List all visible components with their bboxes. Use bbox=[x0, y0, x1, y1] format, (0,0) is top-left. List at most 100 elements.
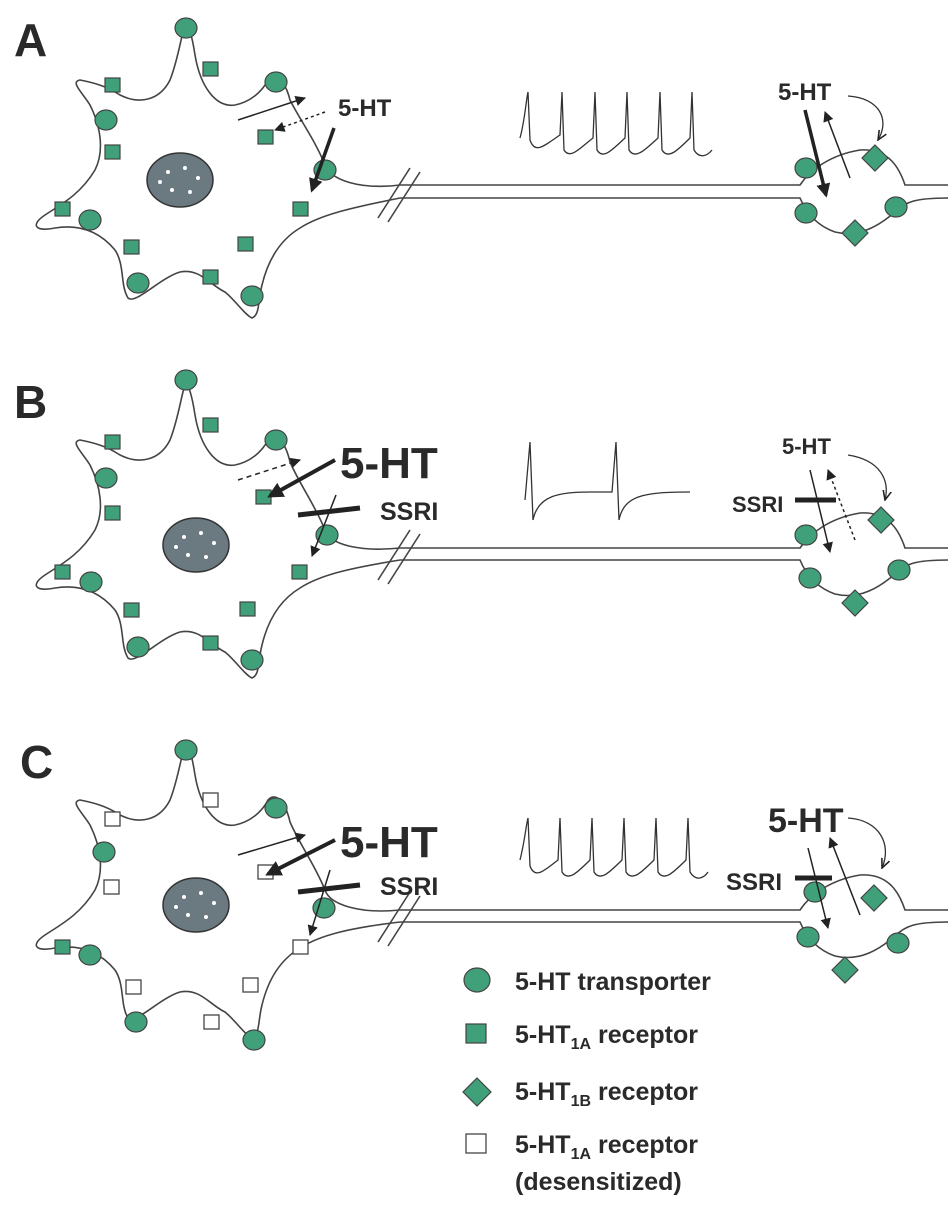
transporter-marker bbox=[796, 926, 820, 948]
axon-break bbox=[377, 529, 411, 581]
autoreceptor-arrow bbox=[267, 458, 336, 498]
panel-label-c: C bbox=[20, 736, 53, 788]
transporter-marker bbox=[174, 17, 198, 39]
receptor-1b-marker bbox=[861, 144, 889, 172]
terminal-5ht-label: 5-HT bbox=[782, 434, 831, 459]
axon-top bbox=[400, 512, 948, 549]
transporter-marker bbox=[794, 202, 818, 224]
legend-receptor-1a-icon bbox=[465, 1023, 487, 1044]
legend-receptor-1a-label: 5-HT1A receptor bbox=[515, 1021, 698, 1053]
firing-trace bbox=[519, 91, 713, 157]
transporter-marker bbox=[884, 196, 908, 218]
soma-outline bbox=[35, 23, 401, 319]
release-arrow bbox=[828, 837, 861, 916]
transporter-marker bbox=[886, 932, 910, 954]
panel-label-a: A bbox=[14, 14, 47, 66]
autoreceptor-arrow bbox=[274, 111, 326, 132]
transporter-marker bbox=[798, 567, 822, 589]
transporter-marker bbox=[240, 649, 264, 671]
soma-5ht-label: 5-HT bbox=[338, 95, 392, 122]
receptor-1b-marker bbox=[860, 884, 888, 912]
axon-bottom bbox=[400, 559, 948, 597]
transporter-marker bbox=[174, 739, 198, 761]
transporter-marker bbox=[92, 841, 116, 863]
soma-ssri-label: SSRI bbox=[380, 873, 438, 901]
receptor-1a-marker bbox=[257, 129, 274, 145]
transporter-marker bbox=[242, 1029, 266, 1051]
receptor-1a-marker bbox=[123, 602, 140, 618]
receptor-1a-marker bbox=[202, 269, 219, 285]
receptor-1a-marker bbox=[104, 144, 121, 160]
transporter-marker bbox=[124, 1011, 148, 1033]
release-arrow bbox=[826, 469, 856, 541]
nucleus bbox=[162, 877, 230, 933]
release-arrow bbox=[237, 95, 306, 121]
receptor-1a-marker bbox=[237, 236, 254, 252]
panel-b: B 5-HT SSRI bbox=[14, 369, 948, 679]
legend-desensitized-note: (desensitized) bbox=[515, 1168, 682, 1196]
axon-break bbox=[387, 171, 421, 223]
receptor-1b-marker bbox=[841, 219, 869, 247]
transporter-marker bbox=[315, 524, 339, 546]
release-arrow bbox=[237, 457, 301, 481]
ssri-block bbox=[297, 505, 361, 518]
receptor-1a-marker bbox=[54, 201, 71, 217]
transporter-marker bbox=[126, 272, 150, 294]
receptor-1a-marker bbox=[104, 505, 121, 521]
transporter-marker bbox=[174, 369, 198, 391]
receptor-1a-marker bbox=[54, 939, 71, 955]
receptor-1a-marker bbox=[202, 417, 219, 433]
reuptake-arrow bbox=[310, 494, 337, 557]
receptor-1a-desensitized-marker bbox=[202, 792, 219, 808]
transporter-marker bbox=[794, 524, 818, 546]
legend-desensitized-icon bbox=[465, 1133, 487, 1154]
receptor-1a-marker bbox=[202, 61, 219, 77]
panel-a: A 5-HT bbox=[14, 14, 948, 319]
axon-break bbox=[387, 895, 421, 947]
feedback-arrow bbox=[847, 817, 885, 868]
autoreceptor-arrow bbox=[265, 838, 336, 876]
panel-label-b: B bbox=[14, 376, 47, 428]
reuptake-arrow bbox=[307, 869, 331, 937]
firing-trace bbox=[519, 817, 709, 879]
soma-ssri-label: SSRI bbox=[380, 498, 438, 526]
receptor-1a-desensitized-marker bbox=[125, 979, 142, 995]
transporter-marker bbox=[240, 285, 264, 307]
receptor-1a-marker bbox=[104, 434, 121, 450]
soma-outline bbox=[35, 383, 401, 679]
legend-receptor-1b-icon bbox=[462, 1077, 492, 1107]
receptor-1a-marker bbox=[239, 601, 256, 617]
transporter-marker bbox=[887, 559, 911, 581]
transporter-marker bbox=[312, 897, 336, 919]
legend-transporter-label: 5-HT transporter bbox=[515, 968, 711, 996]
reuptake-arrow bbox=[309, 127, 336, 193]
transporter-marker bbox=[126, 636, 150, 658]
soma-5ht-label: 5-HT bbox=[340, 818, 438, 867]
ssri-block bbox=[297, 882, 361, 895]
nucleus bbox=[162, 517, 230, 573]
receptor-1a-marker bbox=[104, 77, 121, 93]
nucleus-dots bbox=[174, 891, 216, 919]
axon-bottom bbox=[400, 921, 948, 959]
receptor-1a-marker bbox=[54, 564, 71, 580]
legend-desensitized-label: 5-HT1A receptor bbox=[515, 1131, 698, 1163]
legend-transporter-icon bbox=[463, 967, 491, 993]
reuptake-arrow bbox=[809, 469, 833, 554]
receptor-1a-marker bbox=[291, 564, 308, 580]
legend-receptor-1b-label: 5-HT1B receptor bbox=[515, 1078, 698, 1110]
receptor-1a-desensitized-marker bbox=[104, 811, 121, 827]
axon-break bbox=[377, 891, 411, 943]
terminal-5ht-label: 5-HT bbox=[778, 79, 832, 106]
receptor-1a-desensitized-marker bbox=[292, 939, 309, 955]
transporter-marker bbox=[94, 109, 118, 131]
soma-5ht-label: 5-HT bbox=[340, 439, 438, 488]
transporter-marker bbox=[78, 209, 102, 231]
transporter-marker bbox=[264, 71, 288, 93]
receptor-1b-marker bbox=[841, 589, 869, 617]
receptor-1a-marker bbox=[123, 239, 140, 255]
transporter-marker bbox=[79, 571, 103, 593]
receptor-1a-desensitized-marker bbox=[242, 977, 259, 993]
receptor-1b-marker bbox=[867, 506, 895, 534]
receptor-1a-marker bbox=[292, 201, 309, 217]
